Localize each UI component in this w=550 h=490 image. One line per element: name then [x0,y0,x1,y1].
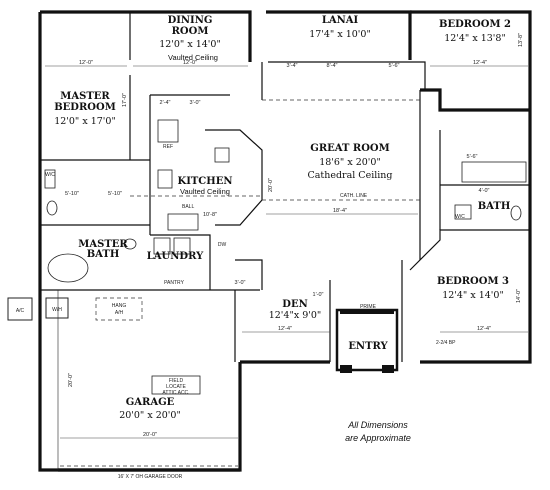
den-dims: 12'4"x 9'0" [269,310,322,321]
wc-label-1: W/C [45,172,55,178]
dim-lanai-c: 5'-6" [389,63,400,69]
bath-name: BATH [478,201,511,212]
den-name: DEN [282,299,307,310]
master-bedroom-name-1: MASTER [60,91,110,102]
bedroom3-dims: 12'4" x 14'0" [442,290,504,301]
ref-label: REF [163,144,173,150]
garage-dims: 20'0" x 20'0" [119,410,181,421]
fixtures [44,119,527,283]
dim-master-width: 12'-0" [79,60,93,66]
wh-unit-box [45,297,69,319]
dim-kitchen-a: 2'-4" [160,100,171,106]
master-bedroom-name-2: BEDROOM [54,102,116,113]
dim-garage-depth: 20'-0" [68,373,74,387]
bp-label: 2-2/4 BP [436,340,456,346]
field-note-3: ATTIC ACC. [162,390,189,396]
dim-bed3-width: 12'-4" [477,326,491,332]
dining-room-note: Vaulted Ceiling [168,53,218,62]
cath-line-label: CATH. LINE [340,193,368,199]
dim-bed2-width: 12'-4" [473,60,487,66]
dim-rbath-a: 5'-6" [467,154,478,160]
dim-kitchen-b: 3'-0" [190,100,201,106]
footer-note-line-2: are Approximate [345,433,411,443]
dim-great-width: 18'-4" [333,208,347,214]
bedroom2-name: BEDROOM 2 [439,19,511,30]
great-room-dims: 18'6" x 20'0" [319,157,381,168]
bedroom3-name: BEDROOM 3 [437,276,509,287]
dining-room-name-1: DINING [168,15,213,26]
garage-name: GARAGE [126,397,175,408]
great-room-name: GREAT ROOM [310,143,389,154]
field-note-1: FIELD [169,378,184,384]
lanai-name: LANAI [322,15,359,26]
master-bedroom-dims: 12'0" x 17'0" [54,116,116,127]
great-room-note: Cathedral Ceiling [307,170,392,181]
dim-kitchen-c: 10'-8" [203,212,217,218]
kitchen-note: Vaulted Ceiling [180,187,230,196]
dim-dining-width: 12'-0" [183,60,197,66]
ac-unit-box [7,297,33,321]
exterior-walls [38,10,532,472]
ball-label: BALL [182,204,194,210]
dim-lanai-b: 8'-4" [327,63,338,69]
dim-great-depth: 20'-0" [268,178,274,192]
lanai-dims: 17'4" x 10'0" [309,29,371,40]
dim-garage-width: 20'-0" [143,432,157,438]
dim-rbath-b: 4'-0" [479,188,490,194]
dw-label: DW [218,242,227,248]
dim-den-b: 1'-0" [313,292,324,298]
bedroom2-dims: 12'4" x 13'8" [444,33,506,44]
garage-structure [57,290,238,470]
laundry-name: LAUNDRY [147,251,204,262]
ac-label: A/C [16,308,25,314]
dimension-strings: 12'-0" 12'-0" 12'-4" 18'-4" 12'-4" 12'-4… [45,33,528,439]
dining-room-dims: 12'0" x 14'0" [159,39,221,50]
entry-name: ENTRY [348,341,388,352]
dim-bath-b: 5'-10" [108,191,122,197]
wh-label: W/H [52,307,62,313]
wc-label-2: W/C [455,214,465,220]
hang-label-1: HANG [112,303,127,309]
hang-label-2: A/H [115,310,124,316]
dim-den-a: 3'-0" [235,280,246,286]
kitchen-name: KITCHEN [178,176,233,187]
master-bath-name-1: MASTER [78,239,128,250]
garage-door-label: 16' X 7' OH GARAGE DOOR [118,474,183,480]
dim-bed2-depth: 13'-8" [518,33,524,47]
dim-den-width: 12'-4" [278,326,292,332]
dim-bed3-depth: 14'-0" [516,289,522,303]
footer-note-line-1: All Dimensions [347,420,408,430]
entry-vestibule [335,308,399,373]
dining-room-name-2: ROOM [172,26,209,37]
master-bath-name-2: BATH [87,249,120,260]
dim-master-depth: 17'-0" [122,93,128,107]
pantry-label: PANTRY [164,280,184,286]
dim-bath-a: 5'-10" [65,191,79,197]
field-note-2: LOCATE [166,384,186,390]
prime-label: PRIME [360,304,377,310]
dim-lanai-a: 3'-4" [287,63,298,69]
interior-walls [40,12,530,362]
